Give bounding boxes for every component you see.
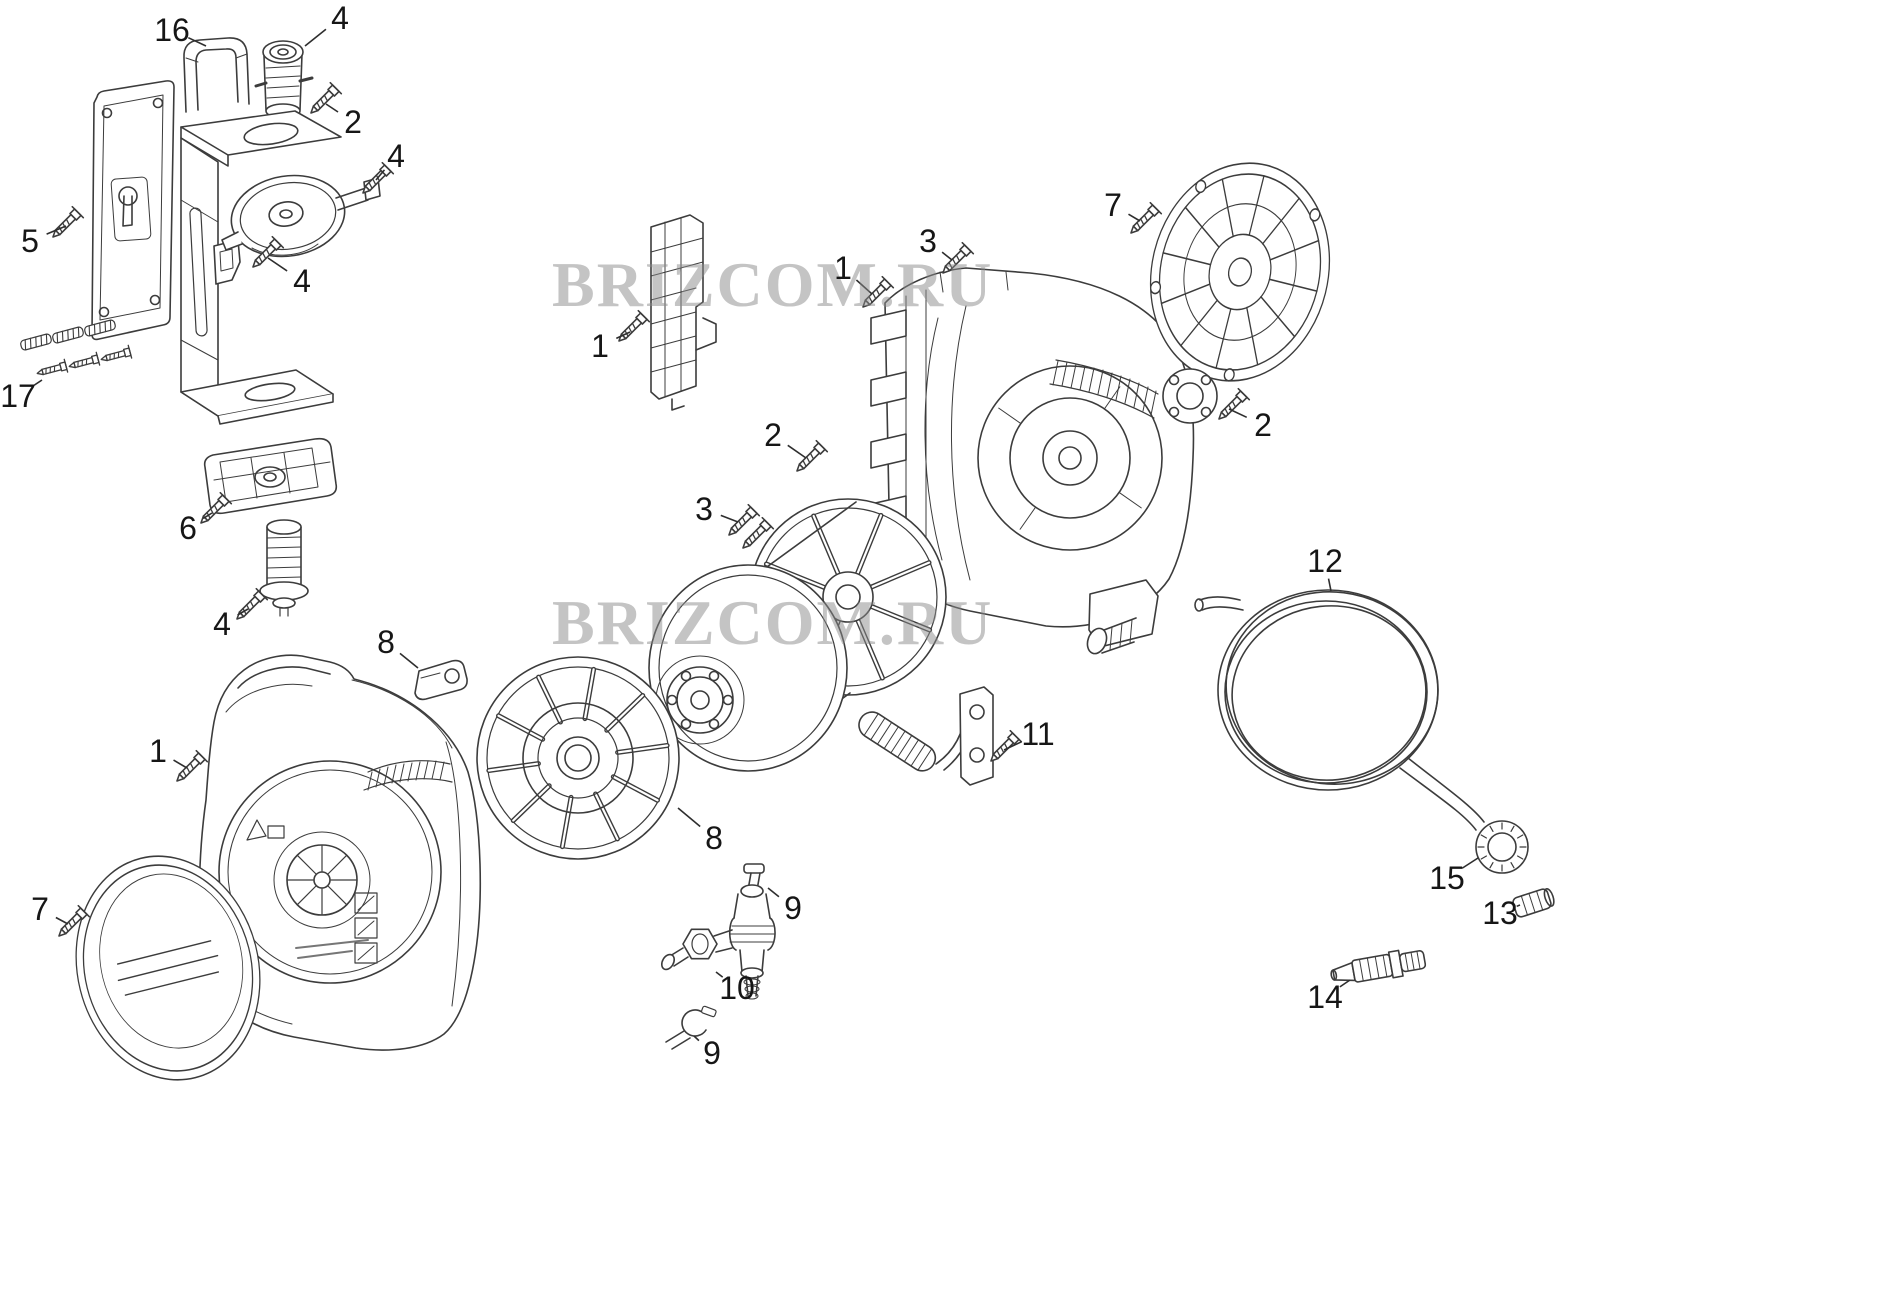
part-callout-13: 13 <box>1482 895 1518 931</box>
tap-valve-assembly <box>660 863 776 1050</box>
front-housing-body <box>198 654 482 1051</box>
swivel-disc <box>221 174 381 258</box>
part-callout-2: 2 <box>344 104 362 140</box>
part-callout-2: 2 <box>1254 407 1272 443</box>
part-callout-3: 3 <box>695 491 713 527</box>
part-callout-17: 17 <box>0 378 36 414</box>
reel-drum <box>648 501 857 772</box>
hose-coupling-nut <box>1475 820 1529 874</box>
part-callout-4: 4 <box>213 606 231 642</box>
bearing-plate <box>203 437 338 515</box>
part-callout-16: 16 <box>154 12 190 48</box>
rear-housing <box>870 267 1195 655</box>
tap-adapter <box>1512 887 1555 918</box>
spray-nozzle <box>1330 949 1427 983</box>
part-callout-8: 8 <box>377 624 395 660</box>
side-cover-oval <box>75 855 261 1081</box>
wall-mount-plate <box>91 80 175 341</box>
part-callout-11: 11 <box>1021 716 1055 752</box>
part-callout-9: 9 <box>784 890 802 926</box>
part-callout-10: 10 <box>719 970 755 1006</box>
hose-coil <box>1194 589 1485 831</box>
carry-handle <box>183 37 250 113</box>
part-callout-8: 8 <box>705 820 723 856</box>
part-callout-1: 1 <box>149 733 167 769</box>
part-callout-14: 14 <box>1307 979 1343 1015</box>
part-callout-4: 4 <box>387 138 405 174</box>
fan-guard-cover <box>1149 162 1331 382</box>
bearing-hub <box>1162 368 1218 424</box>
part-callout-1: 1 <box>591 328 609 364</box>
part-callout-9: 9 <box>703 1035 721 1071</box>
reel-front-disc <box>476 656 680 860</box>
part-callout-4: 4 <box>331 0 349 36</box>
part-callout-2: 2 <box>764 417 782 453</box>
part-callout-12: 12 <box>1307 543 1343 579</box>
part-callout-7: 7 <box>31 891 49 927</box>
fastener-set <box>18 318 133 381</box>
part-callout-5: 5 <box>21 223 39 259</box>
part-callout-4: 4 <box>293 263 311 299</box>
axle-pin-bottom <box>259 519 309 617</box>
part-callout-7: 7 <box>1104 187 1122 223</box>
part-callout-15: 15 <box>1429 860 1465 896</box>
crank-handle <box>858 686 994 786</box>
part-callout-1: 1 <box>834 250 852 286</box>
latch-plate <box>650 214 717 411</box>
part-callout-3: 3 <box>919 223 937 259</box>
part-callout-6: 6 <box>179 510 197 546</box>
wall-bracket <box>180 110 342 425</box>
reel-lock-clip <box>414 659 468 701</box>
